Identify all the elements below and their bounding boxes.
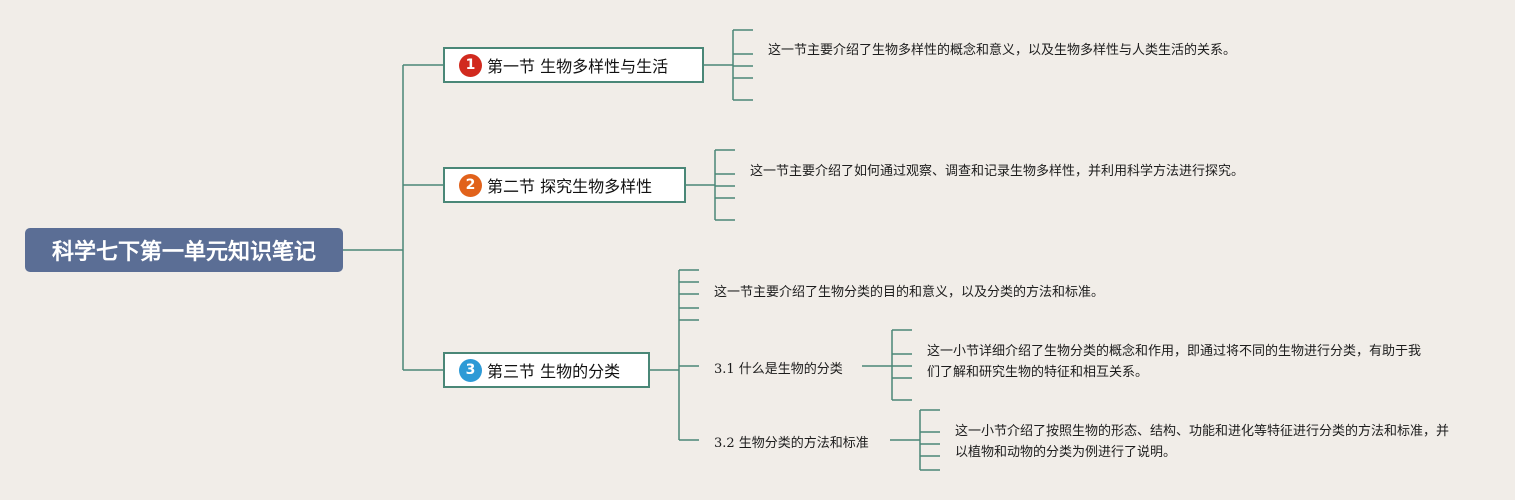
subsection-note-3-1: 这一小节详细介绍了生物分类的概念和作用，即通过将不同的生物进行分类，有助于我们了… [927, 344, 1422, 380]
branch-note-3: 这一节主要介绍了生物分类的目的和意义，以及分类的方法和标准。 [714, 285, 1105, 300]
branch-node-1[interactable]: 1 第一节 生物多样性与生活 [443, 47, 704, 83]
root-node[interactable]: 科学七下第一单元知识笔记 [25, 228, 343, 272]
branch-node-2[interactable]: 2 第二节 探究生物多样性 [443, 167, 686, 203]
branch-node-3[interactable]: 3 第三节 生物的分类 [443, 352, 650, 388]
root-title: 科学七下第一单元知识笔记 [51, 240, 316, 265]
branch-title: 第一节 生物多样性与生活 [487, 57, 669, 76]
number-badge-icon: 3 [459, 358, 482, 382]
branch-title: 第三节 生物的分类 [487, 362, 621, 381]
subsection-node-3-2[interactable]: 3.2 生物分类的方法和标准 [714, 436, 869, 451]
subsection-note-3-2: 这一小节介绍了按照生物的形态、结构、功能和进化等特征进行分类的方法和标准，并以植… [955, 424, 1450, 460]
subsection-node-3-1[interactable]: 3.1 什么是生物的分类 [714, 362, 843, 377]
branch-note-2: 这一节主要介绍了如何通过观察、调查和记录生物多样性，并利用科学方法进行探究。 [750, 164, 1245, 179]
branch-title: 第二节 探究生物多样性 [487, 177, 653, 196]
number-badge-icon: 1 [459, 53, 482, 77]
number-badge-icon: 2 [459, 173, 482, 197]
branch-note-1: 这一节主要介绍了生物多样性的概念和意义，以及生物多样性与人类生活的关系。 [768, 43, 1237, 58]
